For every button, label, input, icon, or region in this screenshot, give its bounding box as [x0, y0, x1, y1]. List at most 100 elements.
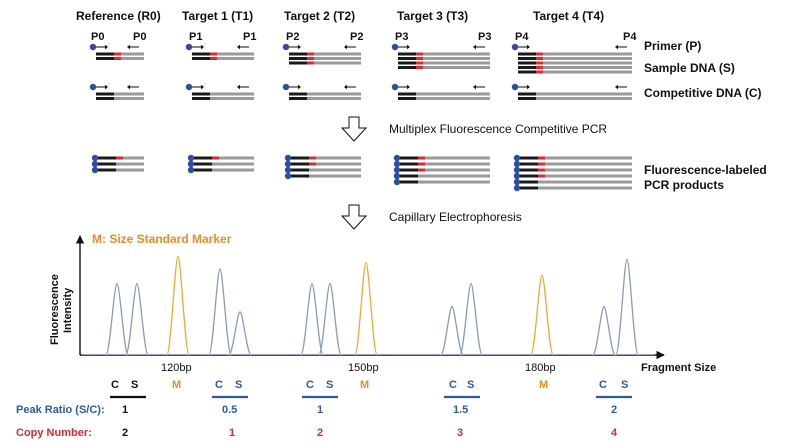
- col-4-primer-fwd-head: [527, 44, 530, 50]
- col-0-prod-c-dye-0: [91, 160, 99, 168]
- col-4-prod-s-1-mutation: [538, 162, 545, 166]
- chart-marker-title: M: Size Standard Marker: [92, 232, 232, 246]
- col-4-prod-s-dye-3: [513, 172, 521, 180]
- col-4-prod-c-1-tail: [538, 186, 632, 190]
- x-tick-180bp: 180bp: [525, 362, 556, 374]
- col-0-comp-1-tail: [114, 97, 144, 100]
- col-2-prod-s-1-tail: [316, 162, 361, 166]
- col-0-sample-0-dark: [96, 52, 114, 56]
- col-4-sample-4-mutation: [536, 70, 543, 74]
- peak-m-2: [530, 274, 554, 356]
- col-3-sample-0-tail: [423, 52, 490, 56]
- label-c-t3: C: [449, 379, 457, 391]
- col-0-prod-s-dye-0: [91, 154, 99, 162]
- col-1-prod-c-0-tail: [212, 162, 254, 166]
- col-3-comp-0-tail: [416, 92, 490, 96]
- header-target-3: Target 3 (T3): [397, 9, 468, 23]
- col-4-sample-2-dark: [518, 61, 536, 65]
- label-m-2: M: [360, 379, 369, 391]
- col-0-prod-s-0-tail: [123, 156, 144, 160]
- copy-number-t1: 1: [229, 427, 235, 439]
- primer-label-fwd-4: P4: [515, 31, 529, 43]
- col-1-sample-0-mutation: [210, 52, 217, 56]
- copy-number-ref: 2: [122, 427, 128, 439]
- label-c-t2: C: [306, 379, 314, 391]
- col-3-prod-s-1-dark: [400, 162, 418, 166]
- col-3-sample-3-tail: [423, 66, 490, 69]
- col-0-primer-fwd-head: [105, 44, 108, 50]
- dna-strand-graphics: [89, 43, 632, 192]
- peak-c-1: [208, 268, 232, 356]
- col-4-comp-primer-fwd-head: [527, 84, 530, 90]
- peak-ratio-ref: 1: [122, 404, 128, 416]
- col-4-sample-4-dark: [518, 70, 536, 74]
- col-3-primer-fwd-head: [407, 44, 410, 50]
- copy-number-row: Copy Number: 2 1 2 3 4: [16, 427, 618, 439]
- col-4-prod-s-1-tail: [545, 162, 632, 166]
- label-c-t1: C: [215, 379, 223, 391]
- x-tick-120bp: 120bp: [161, 362, 192, 374]
- label-m-1: M: [172, 379, 181, 391]
- col-4-sample-2-mutation: [536, 61, 543, 65]
- col-4-comp-1-tail: [536, 97, 632, 100]
- peak-m-1: [354, 261, 378, 356]
- col-2-comp-primer-rev-head: [344, 84, 347, 90]
- col-1-prod-c-1-dark: [194, 168, 212, 172]
- copy-number-t3: 3: [457, 427, 463, 439]
- col-0-prod-s-0-dark: [98, 156, 116, 160]
- col-1-sample-0-tail: [217, 52, 254, 56]
- col-1-primer-rev-head: [237, 44, 240, 50]
- col-0-prod-c-1-tail: [116, 168, 144, 172]
- col-1-comp-primer-dye: [185, 83, 193, 91]
- chart-ylabel-line1: Fluorescence: [49, 274, 61, 345]
- step-pcr-label: Multiplex Fluorescence Competitive PCR: [389, 122, 607, 136]
- label-c-ref: C: [111, 379, 119, 391]
- col-3-sample-1-mutation: [416, 57, 423, 60]
- col-4-comp-0-dark: [518, 92, 536, 96]
- col-0-prod-s-0-mutation: [116, 156, 123, 160]
- peak-c-3: [440, 306, 464, 356]
- col-3-sample-2-tail: [423, 61, 490, 65]
- col-0-prod-c-0-tail: [116, 162, 144, 166]
- peak-s-1: [228, 311, 252, 356]
- col-4-prod-c-dye-0: [513, 178, 521, 186]
- col-4-prod-s-0-mutation: [538, 156, 545, 160]
- header-reference: Reference (R0): [76, 9, 161, 23]
- col-4-prod-s-0-tail: [545, 156, 632, 160]
- down-arrow-icon: [340, 116, 368, 142]
- col-1-prod-c-dye-0: [187, 160, 195, 168]
- col-3-comp-1-tail: [416, 97, 490, 100]
- col-3-sample-0-dark: [398, 52, 416, 56]
- col-4-prod-s-2-tail: [545, 168, 632, 172]
- col-1-sample-1-dark: [192, 57, 210, 60]
- copy-number-t2: 2: [317, 427, 323, 439]
- peak-ratio-t3: 1.5: [453, 404, 468, 416]
- col-2-prod-c-dye-1: [284, 172, 292, 180]
- col-3-prod-s-1-mutation: [418, 162, 425, 166]
- col-2-sample-0-mutation: [307, 52, 314, 56]
- col-1-sample-0-dark: [192, 52, 210, 56]
- col-2-comp-1-dark: [289, 97, 307, 100]
- col-4-prod-s-dye-0: [513, 154, 521, 162]
- col-3-comp-0-dark: [398, 92, 416, 96]
- col-2-sample-1-mutation: [307, 57, 314, 60]
- legend-primer: Primer (P): [644, 39, 701, 53]
- col-4-sample-1-mutation: [536, 57, 543, 60]
- col-0-comp-primer-dye: [89, 83, 97, 91]
- col-4-prod-s-3-dark: [520, 174, 538, 178]
- col-4-sample-1-dark: [518, 57, 536, 60]
- col-4-primer-dye: [511, 43, 519, 51]
- legend-products-line1: Fluorescence-labeled: [644, 163, 767, 177]
- col-1-prod-s-0-mutation: [212, 156, 219, 160]
- col-4-sample-0-mutation: [536, 52, 543, 56]
- col-2-prod-s-0-tail: [316, 156, 361, 160]
- col-1-sample-1-tail: [217, 57, 254, 60]
- primer-label-rev-4: P4: [623, 31, 637, 43]
- col-0-prod-c-0-dark: [98, 162, 116, 166]
- step-ce-label: Capillary Electrophoresis: [389, 210, 522, 224]
- col-3-prod-s-1-tail: [425, 162, 490, 166]
- col-4-prod-c-1-dark: [520, 186, 538, 190]
- col-2-prod-s-1-mutation: [309, 162, 316, 166]
- col-2-prod-s-1-dark: [291, 162, 309, 166]
- col-3-prod-s-2-mutation: [418, 168, 425, 172]
